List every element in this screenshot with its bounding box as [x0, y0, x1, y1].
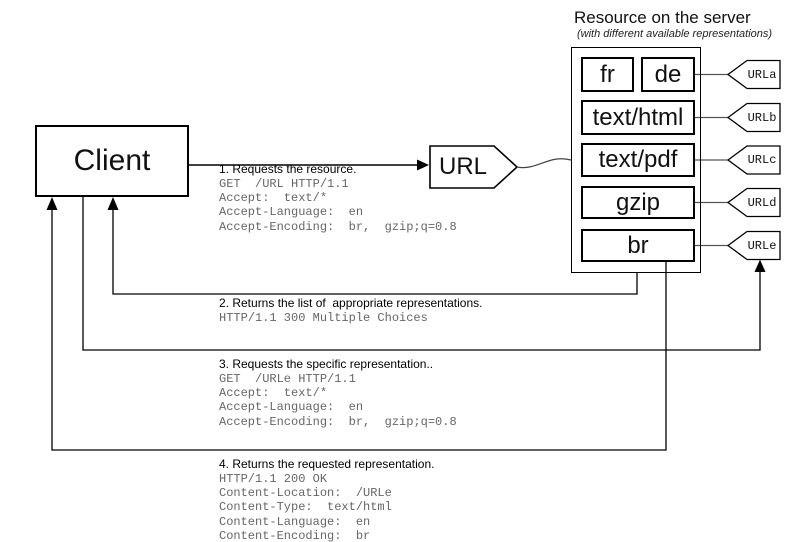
representation-br-label: br: [627, 231, 649, 259]
step1-code-line: Accept-Language: en: [219, 205, 364, 220]
step1-code-line: Accept: text/*: [219, 191, 328, 206]
step1-arrowhead-icon: [417, 159, 429, 171]
client-label: Client: [73, 144, 151, 177]
step1-code-line: GET /URL HTTP/1.1: [219, 177, 349, 191]
urlb-text: URLb: [747, 110, 777, 125]
step4-annotation: 4. Returns the requested representation.…: [219, 457, 434, 542]
step4-code-line: Content-Location: /URLe: [219, 486, 392, 501]
urld-tag-shape: [726, 187, 781, 218]
step4-arrowhead-icon: [46, 197, 58, 210]
step3-code-line: Accept: text/*: [219, 386, 328, 401]
representation-gzip-label: gzip: [615, 188, 661, 216]
step2-return-line: [112, 209, 638, 295]
step4-label: 4. Returns the requested representation.: [219, 457, 435, 471]
step3-code-line: Accept-Language: en: [219, 400, 364, 415]
representation-texthtml-label: text/html: [592, 103, 684, 131]
step4-code-line: HTTP/1.1 200 OK: [219, 472, 328, 486]
urld-text: URLd: [747, 195, 777, 210]
representation-fr: fr: [581, 57, 634, 92]
step4-return-line: [51, 209, 667, 451]
step4-code-line: Content-Type: text/html: [219, 500, 392, 515]
urla-tag-shape: [726, 59, 781, 90]
step3-code-line: GET /URLe HTTP/1.1: [219, 372, 356, 386]
step3-label: 3. Requests the specific representation.…: [219, 357, 434, 371]
urle-tag-shape: [726, 230, 781, 261]
urlc-tag-shape: [726, 145, 781, 175]
urld-tag-label: URLd: [744, 189, 780, 217]
representation-de: de: [641, 57, 695, 92]
step1-label: 1. Requests the resource.: [219, 162, 357, 176]
urlc-tag-label: URLc: [744, 146, 780, 174]
url-node-text: URL: [438, 153, 487, 180]
step3-request-line: [82, 197, 761, 351]
representation-textpdf: text/pdf: [581, 143, 695, 177]
server-box: [571, 47, 701, 273]
step2-arrowhead-icon: [107, 197, 119, 210]
client-box: Client: [35, 125, 189, 197]
url-node-label: URL: [432, 147, 494, 187]
representation-gzip: gzip: [581, 186, 695, 219]
urle-text: URLe: [747, 238, 777, 253]
step1-annotation: 1. Requests the resource. GET /URL HTTP/…: [219, 162, 457, 234]
url-pentagon-shape: [429, 145, 519, 189]
urla-tag-label: URLa: [744, 61, 780, 89]
urlc-text: URLc: [747, 153, 777, 167]
representation-fr-label: fr: [600, 60, 615, 88]
step3-annotation: 3. Requests the specific representation.…: [219, 357, 457, 429]
urlb-tag-shape: [726, 102, 781, 133]
urlb-tag-label: URLb: [744, 104, 780, 132]
step2-label: 2. Returns the list of appropriate repre…: [219, 296, 483, 310]
step4-code-line: Content-Encoding: br: [219, 528, 371, 542]
server-subtitle: (with different available representation…: [577, 28, 773, 40]
representation-de-label: de: [654, 60, 682, 88]
step2-code-line: HTTP/1.1 300 Multiple Choices: [219, 311, 428, 325]
representation-br: br: [581, 229, 695, 262]
url-to-server-connector: [516, 158, 572, 169]
urle-tag-label: URLe: [744, 232, 780, 260]
urla-text: URLa: [747, 67, 777, 82]
representation-textpdf-label: text/pdf: [598, 146, 678, 173]
step2-annotation: 2. Returns the list of appropriate repre…: [219, 296, 482, 325]
step1-code-line: Accept-Encoding: br, gzip;q=0.8: [219, 219, 457, 234]
representation-texthtml: text/html: [581, 100, 695, 135]
step3-code-line: Accept-Encoding: br, gzip;q=0.8: [219, 414, 457, 429]
step4-code-line: Content-Language: en: [219, 514, 371, 529]
step3-arrowhead-icon: [754, 259, 766, 272]
server-title: Resource on the server: [574, 8, 751, 27]
